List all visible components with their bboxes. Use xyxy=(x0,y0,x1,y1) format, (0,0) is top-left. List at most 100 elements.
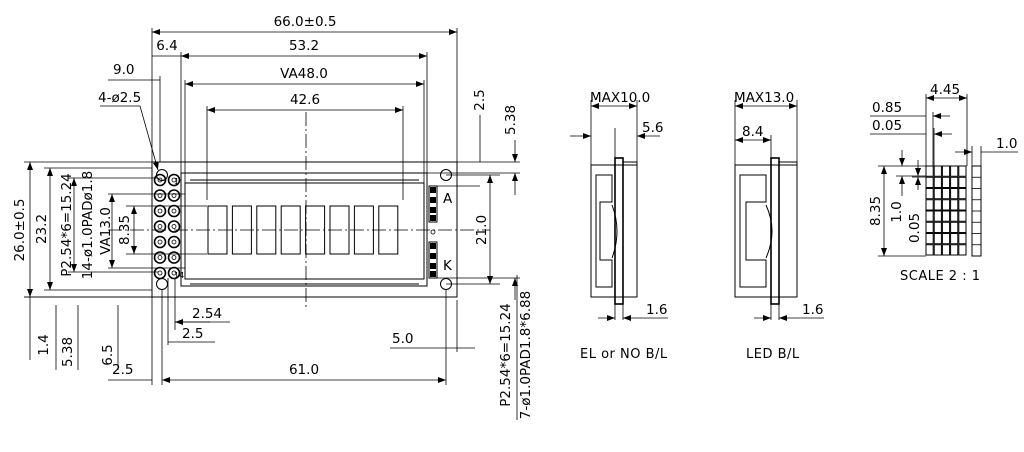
pin-pad xyxy=(153,204,167,218)
dot-cell xyxy=(950,188,959,200)
viewing-area xyxy=(184,182,425,280)
dot-cell xyxy=(958,199,967,211)
dot-cell xyxy=(925,165,934,177)
dot-cell xyxy=(950,165,959,177)
dim-bezel-width: 53.2 xyxy=(289,38,319,54)
dim-left-pin-row: P2.54*6=15.24 xyxy=(59,173,75,277)
pin-pad xyxy=(153,235,167,249)
pin-pad xyxy=(153,189,167,202)
character-detail: 4.45 0.85 0.05 1.0 8.35 1.0 0.05 SCALE 2… xyxy=(868,82,1018,284)
dot-cell xyxy=(925,221,934,233)
led-view-label: LED B/L xyxy=(746,347,800,362)
detail-dot-size: 1.0 xyxy=(996,136,1017,152)
el-glass-dim: 1.6 xyxy=(646,302,667,318)
dim-top-margin: 2.5 xyxy=(472,89,488,110)
dot-cell xyxy=(958,210,967,222)
pcb-outline xyxy=(151,161,458,298)
pin-pad xyxy=(167,266,181,280)
pin-hole xyxy=(157,255,163,260)
dot-cell xyxy=(925,210,934,222)
dim-overall-height: 26.0±0.5 xyxy=(12,199,28,262)
right-pin-pads xyxy=(430,187,436,277)
dot-cell xyxy=(941,188,951,200)
pin-pad xyxy=(167,235,181,249)
dot-cell xyxy=(958,176,967,188)
backlight-pad xyxy=(430,271,436,277)
dot-cell xyxy=(933,221,942,233)
pin-hole xyxy=(157,208,163,214)
dim-pin-offset: 9.0 xyxy=(113,62,134,78)
pin-pad xyxy=(167,220,181,233)
backlight-pad xyxy=(430,243,436,249)
pin-hole xyxy=(171,239,177,245)
dot-cell xyxy=(950,233,959,245)
dim-active-width: 42.6 xyxy=(290,92,320,108)
dim-left-edge: 2.5 xyxy=(112,362,133,378)
dot-cell xyxy=(950,221,959,233)
dim-top-offset: 5.38 xyxy=(503,105,519,135)
pin-hole xyxy=(157,224,163,229)
mounting-hole-bl xyxy=(156,278,168,290)
backlight-pad xyxy=(430,263,436,269)
detail-gap-w: 0.05 xyxy=(872,118,902,134)
pin-pad xyxy=(153,251,167,264)
led-side-view: MAX13.0 8.4 1.6 LED B/L xyxy=(734,90,824,362)
pin-hole xyxy=(171,224,177,229)
dot-cell xyxy=(941,221,951,233)
dot-cell xyxy=(925,176,934,188)
dot-cell xyxy=(958,165,967,177)
el-view-label: EL or NO B/L xyxy=(580,347,668,362)
pin-hole xyxy=(157,270,163,276)
character-cell xyxy=(280,205,301,255)
dot-cell xyxy=(933,188,942,200)
dot-cell xyxy=(950,199,959,211)
dot-cell xyxy=(958,244,967,256)
dot-cell xyxy=(925,199,934,211)
dim-right-offset: 5.0 xyxy=(392,331,413,347)
pin-pad xyxy=(153,266,167,280)
dim-right-pin-pads: 7-ø1.0PAD1.8*6.88 xyxy=(518,291,534,419)
pin1-label: 1 xyxy=(174,177,179,186)
pin-hole xyxy=(171,208,177,214)
detail-dot-h: 1.0 xyxy=(889,201,905,222)
dot-cell xyxy=(941,199,951,211)
dim-right-height: 21.0 xyxy=(474,215,490,245)
detail-dot-w: 0.85 xyxy=(872,100,902,116)
detail-height: 8.35 xyxy=(868,196,884,226)
pin-hole xyxy=(171,270,177,276)
left-pin-pads xyxy=(153,173,181,280)
bezel-outline xyxy=(180,172,428,287)
cathode-label: K xyxy=(443,258,453,274)
el-side-view: MAX10.0 5.6 1.6 EL or NO B/L xyxy=(570,90,668,362)
pin-hole xyxy=(157,239,163,245)
dot-cell xyxy=(958,188,967,200)
pin-hole xyxy=(157,193,163,198)
dim-pin-offset-bottom: 2.5 xyxy=(182,326,203,342)
pin-hole xyxy=(171,255,177,260)
dot-cell xyxy=(933,165,942,177)
backlight-pad xyxy=(430,207,436,213)
front-view: 1 14 A K 66.0±0.5 53.2 6.4 9.0 VA48.0 42… xyxy=(12,14,534,420)
pin14-label: 14 xyxy=(174,271,184,280)
backlight-pad xyxy=(430,197,436,203)
detail-scale-label: SCALE 2 : 1 xyxy=(900,269,981,284)
dot-cell xyxy=(958,233,967,245)
pin-pad xyxy=(153,220,167,233)
pin-pad xyxy=(167,204,181,218)
dot-cell xyxy=(941,165,951,177)
dot-cell xyxy=(941,176,951,188)
dot-cell xyxy=(933,176,942,188)
dot-cell xyxy=(941,233,951,245)
dim-bottom-6-5: 6.5 xyxy=(100,344,116,365)
dim-pin-spacing: 2.54 xyxy=(192,306,222,322)
dot-matrix-grid xyxy=(925,165,967,256)
dot-matrix-column xyxy=(972,165,981,246)
pin-pad xyxy=(167,189,181,202)
dim-left-pin-pads: 14-ø1.0PADø1.8 xyxy=(80,171,96,279)
el-max-dim: MAX10.0 xyxy=(590,90,650,106)
pin-pad xyxy=(167,251,181,264)
dim-char-height: 8.35 xyxy=(117,215,133,245)
dim-hole-span: 61.0 xyxy=(289,362,319,378)
dim-right-pin-row: P2.54*6=15.24 xyxy=(498,303,514,407)
